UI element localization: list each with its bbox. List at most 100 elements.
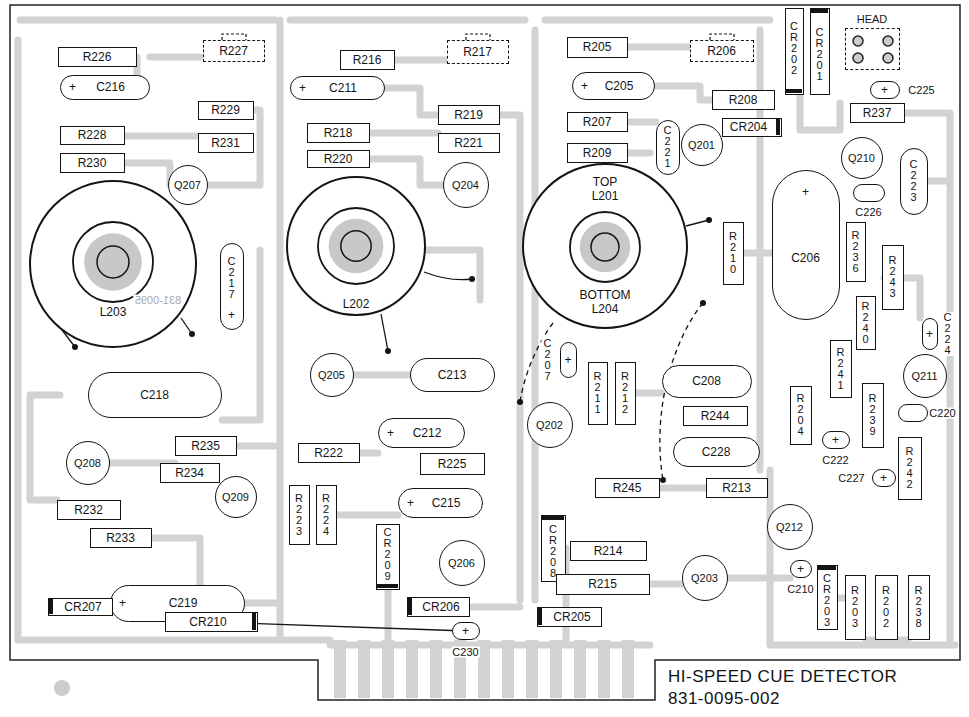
part-label: C223 <box>908 159 919 203</box>
transistor-outline: Q209 <box>215 476 257 518</box>
part-label: Q209 <box>222 491 249 502</box>
part-label: Q203 <box>691 572 718 583</box>
part-label: R204 <box>795 393 806 437</box>
resistor-body: R232 <box>57 500 121 520</box>
hole <box>469 276 475 282</box>
resistor-body: R216 <box>340 50 395 70</box>
part-label: Q201 <box>688 139 715 150</box>
cathode-band <box>811 9 828 13</box>
diode-body: CR201 <box>810 8 830 95</box>
coil-outline: L202 <box>286 176 426 316</box>
transistor-outline: Q202 <box>527 402 573 448</box>
part-label: R211 <box>592 371 603 415</box>
part-label: R230 <box>78 157 107 169</box>
resistor-body: R233 <box>90 528 152 548</box>
part-label: BOTTOM L204 <box>577 289 633 317</box>
hole <box>72 344 78 350</box>
part-label: R214 <box>594 545 623 557</box>
resistor-body: R220 <box>307 150 370 168</box>
coil-slug <box>591 233 619 261</box>
pad <box>853 36 863 46</box>
resistor-body: R243 <box>882 245 904 310</box>
resistor-body: R222 <box>298 443 360 463</box>
resistor-body: R221 <box>438 133 500 153</box>
part-label: C212 <box>413 427 442 439</box>
part-label: R222 <box>314 447 343 459</box>
part-label: + <box>881 84 888 96</box>
resistor-body: R211 <box>588 362 608 425</box>
capacitor-outline: +C222 <box>822 431 850 449</box>
resistor-body: R225 <box>420 453 485 475</box>
transistor-outline: Q212 <box>767 504 813 550</box>
resistor-body: R219 <box>438 105 500 125</box>
coil-ring <box>570 212 640 282</box>
capacitor-outline: C213 <box>410 358 495 392</box>
part-label: CR209 <box>382 526 393 581</box>
part-label: R243 <box>887 255 898 299</box>
transistor-outline: Q208 <box>66 441 110 485</box>
part-label: + <box>462 625 469 637</box>
part-label: + <box>797 563 804 575</box>
transistor-outline: Q206 <box>439 540 485 586</box>
resistor-outline-dashed: R217 <box>447 40 509 64</box>
capacitor-outline: C226 <box>853 184 885 202</box>
part-label: Q207 <box>174 179 201 190</box>
resistor-body: R213 <box>706 478 768 498</box>
part-label: + <box>832 434 839 446</box>
part-label: CR202 <box>789 21 800 76</box>
part-label: R238 <box>913 585 924 629</box>
part-label: C205 <box>605 80 634 92</box>
diode-body: CR209 <box>376 524 400 590</box>
cathode-band <box>408 598 412 615</box>
part-label: + <box>119 597 126 609</box>
diode-body: CR202 <box>785 8 804 95</box>
part-label: R224 <box>321 493 332 537</box>
cathode-band <box>776 119 780 135</box>
part-label: Q212 <box>776 521 803 532</box>
part-label: R245 <box>613 482 642 494</box>
part-label: L203 <box>100 306 127 318</box>
part-label: R229 <box>211 104 240 116</box>
part-label: R231 <box>211 137 240 149</box>
part-label: R216 <box>353 54 382 66</box>
part-label: C220 <box>928 407 956 418</box>
part-label: CR208 <box>548 524 559 579</box>
part-label: R239 <box>867 393 878 437</box>
part-label: + <box>228 309 235 321</box>
part-label: + <box>926 328 933 340</box>
part-label: + <box>581 80 588 92</box>
part-label: Q204 <box>452 179 479 190</box>
coil-core-fill <box>580 222 630 272</box>
part-label: + <box>299 82 306 94</box>
resistor-outline-dashed: R227 <box>203 40 265 62</box>
capacitor-outline: C220 <box>898 404 928 422</box>
transistor-outline: Q207 <box>168 165 208 205</box>
part-label: R220 <box>324 153 353 165</box>
resistor-body: R228 <box>60 126 125 145</box>
part-label: R213 <box>722 482 751 494</box>
hole <box>660 477 666 483</box>
part-label: C216 <box>96 81 125 93</box>
diode-body: CR207 <box>48 598 113 616</box>
part-label: R208 <box>729 94 758 106</box>
part-label: R207 <box>583 116 612 128</box>
part-label: Q210 <box>848 152 875 163</box>
part-label: C221 <box>662 125 673 169</box>
board-title: HI-SPEED CUE DETECTOR <box>668 668 897 685</box>
pad <box>883 36 893 46</box>
resistor-body: R208 <box>712 90 775 110</box>
hole <box>385 348 391 354</box>
transistor-outline: Q205 <box>310 353 354 397</box>
resistor-body: R231 <box>198 133 254 153</box>
head-connector: HEAD <box>845 28 900 70</box>
resistor-body: R205 <box>567 37 628 58</box>
part-label: TOP L201 <box>585 176 625 204</box>
resistor-body: R218 <box>307 123 370 143</box>
transistor-outline: Q204 <box>443 162 489 208</box>
board-watermark: 831-0095 <box>134 295 183 306</box>
part-label: R210 <box>728 231 739 275</box>
part-label: C226 <box>854 206 882 217</box>
resistor-body: R214 <box>570 541 647 561</box>
part-label: C207 <box>541 338 554 382</box>
